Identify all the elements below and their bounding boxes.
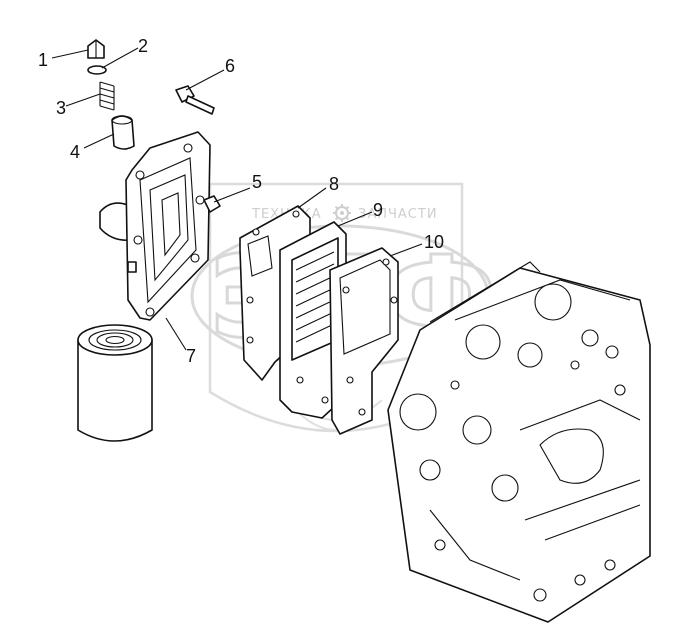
callout-6: 6 <box>225 56 235 76</box>
bolt-icon <box>175 85 215 115</box>
callout-2: 2 <box>138 36 148 56</box>
oil-filter <box>77 324 153 442</box>
callout-4: 4 <box>70 142 80 162</box>
ring-icon <box>87 65 107 75</box>
gear-icon <box>333 204 351 222</box>
callout-8: 8 <box>329 174 339 194</box>
spring-icon <box>99 81 115 111</box>
engine-block <box>387 261 651 623</box>
callout-9: 9 <box>373 200 383 220</box>
callout-5: 5 <box>252 172 262 192</box>
plug-icon <box>203 195 221 213</box>
callouts: 1 2 3 4 5 6 7 8 9 10 <box>38 36 444 366</box>
callout-7: 7 <box>186 346 196 366</box>
callout-3: 3 <box>56 98 66 118</box>
valve-icon <box>111 115 135 150</box>
plug-icon <box>87 39 105 59</box>
leader-lines <box>51 47 423 351</box>
oil-cooler-housing <box>99 131 211 321</box>
callout-1: 1 <box>38 50 48 70</box>
gasket-icon <box>329 247 399 435</box>
watermark-text-right: ЗАПЧАСТИ <box>358 207 438 222</box>
callout-10: 10 <box>424 232 444 252</box>
